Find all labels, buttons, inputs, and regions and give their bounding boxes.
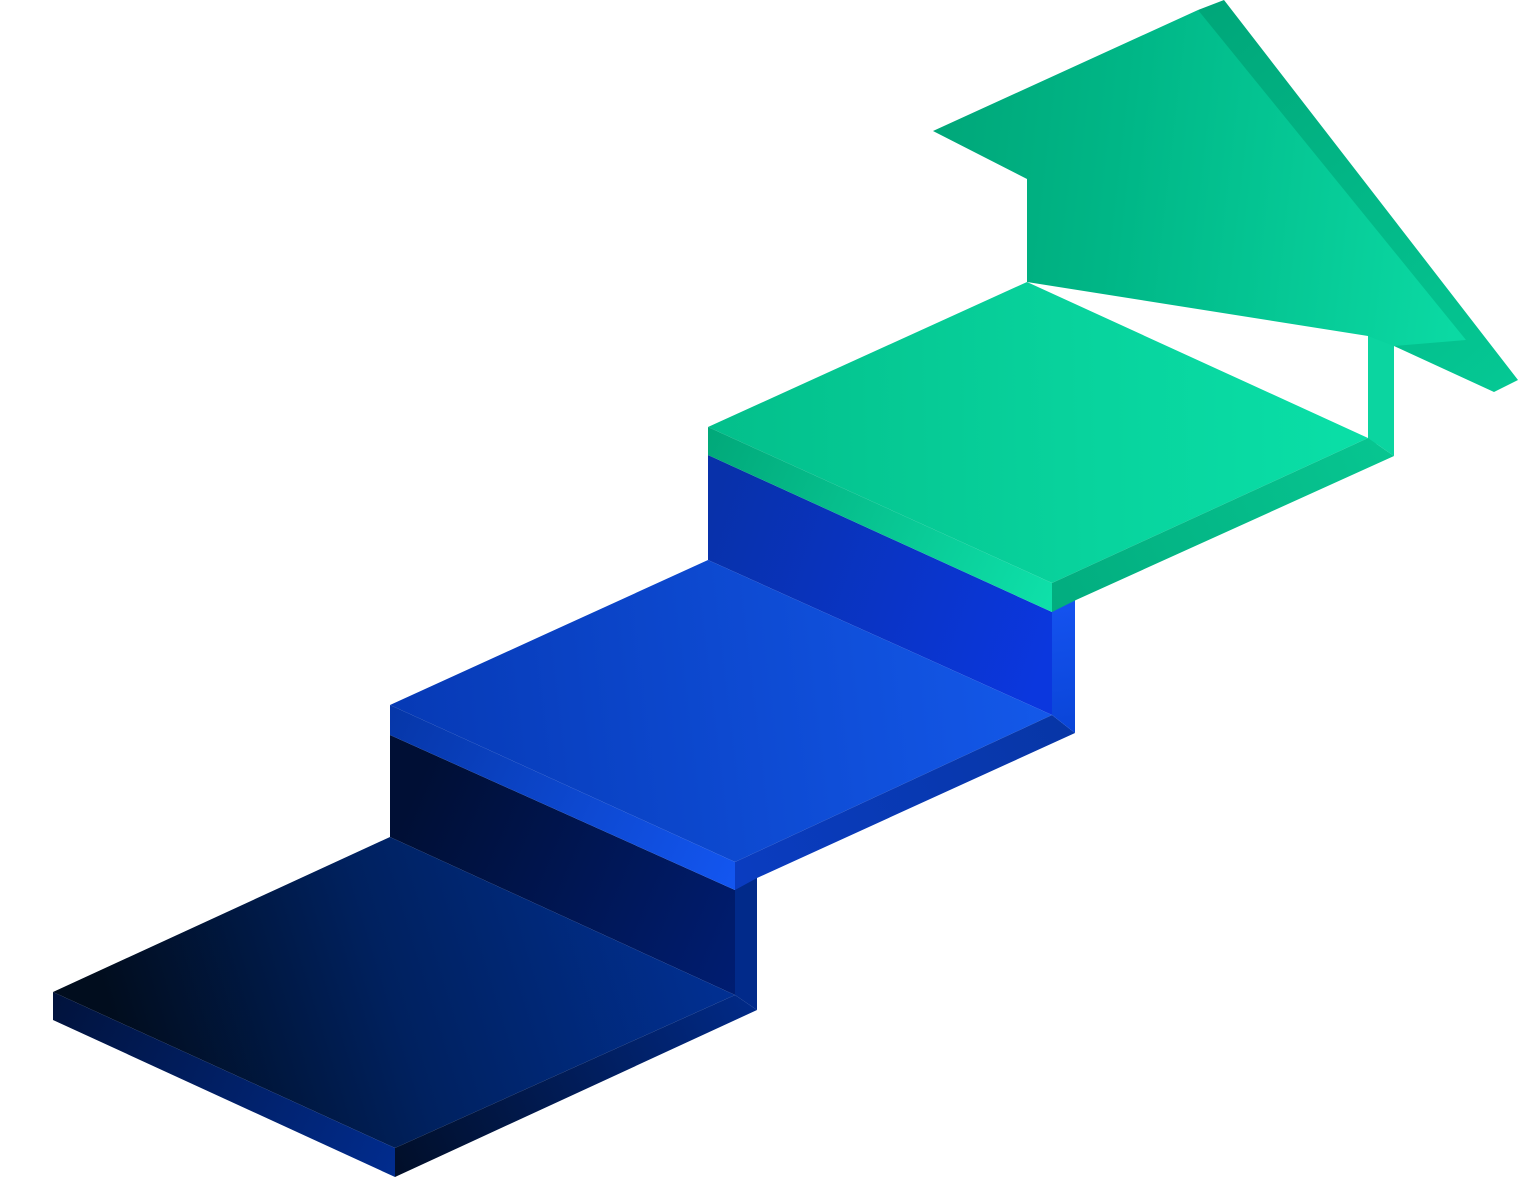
arrow-front-face [933,10,1466,452]
arrow-up-right [933,0,1518,452]
step-1-top-face [53,837,735,1148]
step-2-blue [390,455,1075,890]
step-3-front-left-edge [708,427,1052,612]
arrow-side-face [1198,0,1518,392]
step-3-top-face [708,282,1368,583]
step-3-right-side [1368,336,1394,456]
step-3-green [708,282,1394,612]
step-2-riser [708,455,1052,715]
step-1-front-left-edge [53,992,395,1177]
step-2-front-left-edge [390,705,735,890]
step-1-front-right-edge [395,995,757,1177]
step-2-top-face [390,560,1052,862]
step-2-right-side [1052,598,1075,733]
step-1-navy [53,735,757,1177]
step-2-front-right-edge [735,715,1075,890]
step-1-riser [390,735,735,995]
step-3-front-right-edge [1052,438,1394,612]
step-1-right-side [735,862,757,1010]
